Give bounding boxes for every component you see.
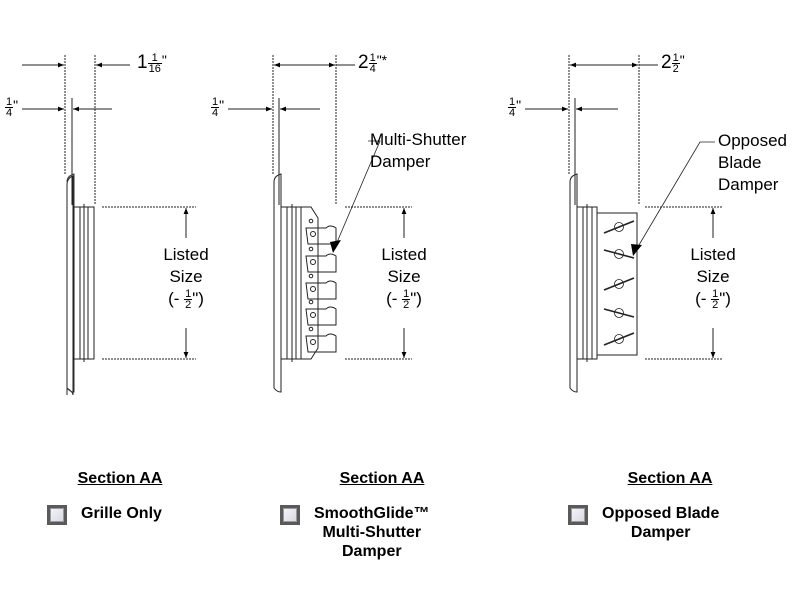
dim-num: 1 — [508, 96, 517, 109]
callout-line: Damper — [370, 152, 431, 171]
callout-multi-shutter: Multi-Shutter Damper — [370, 129, 466, 173]
dim-num: 1 — [211, 96, 220, 109]
dim-num: 1 — [402, 288, 411, 301]
deduct-prefix: (- — [386, 289, 403, 308]
opposed-blade-drawing — [525, 55, 722, 393]
dim-unit: " — [219, 97, 225, 113]
opposed-blade-checkbox[interactable] — [568, 505, 588, 525]
flange — [66, 175, 74, 396]
dim-whole: 2 — [358, 52, 369, 73]
dim-den: 2 — [185, 299, 192, 312]
flange — [569, 173, 578, 393]
section-title-opposed-blade: Section AA — [627, 470, 713, 487]
dim-unit: " — [679, 52, 685, 68]
option-grille-only[interactable]: Grille Only — [47, 504, 162, 525]
dim-num: 1 — [671, 51, 680, 64]
dim-unit: " — [161, 52, 167, 68]
deduct-prefix: (- — [168, 289, 185, 308]
callout-line: Blade — [718, 153, 762, 172]
deduct-prefix: (- — [695, 289, 712, 308]
size-line: Size — [387, 267, 421, 286]
callout-line: Opposed — [718, 131, 787, 150]
dim-num: 1 — [368, 51, 377, 64]
dim-den: 4 — [6, 107, 13, 120]
size-line: Size — [169, 267, 203, 286]
flange — [273, 173, 282, 393]
callout-line: Damper — [718, 175, 779, 194]
option-label-line: Damper — [630, 524, 691, 541]
callout-opposed-blade: Opposed Blade Damper — [718, 130, 787, 196]
dim-num: 1 — [147, 52, 162, 64]
dim-den: 2 — [672, 62, 679, 75]
dim-den: 2 — [712, 299, 719, 312]
multi-shutter-drawing — [228, 55, 412, 393]
deduct-suffix: ") — [192, 289, 204, 308]
dim-den: 4 — [509, 107, 516, 120]
size-line: Listed — [690, 245, 736, 264]
dim-unit: " — [516, 97, 522, 113]
size-line: Listed — [381, 245, 427, 264]
section-title-multi-shutter: Section AA — [339, 470, 425, 487]
dim-num: 1 — [711, 288, 720, 301]
dim-whole: 1 — [137, 52, 148, 73]
dim-unit: "* — [376, 52, 388, 68]
callout-arrowhead — [330, 240, 341, 253]
dim-unit: " — [13, 97, 19, 113]
option-label-line: Grille Only — [81, 505, 162, 522]
damper-sleeve — [597, 212, 638, 356]
option-label: SmoothGlide™ Multi-Shutter Damper — [314, 504, 430, 561]
dim-whole: 2 — [661, 52, 672, 73]
option-label-line: Damper — [341, 543, 402, 560]
deduct-suffix: ") — [719, 289, 731, 308]
multi-shutter-checkbox[interactable] — [280, 505, 300, 525]
dim-den: 2 — [403, 299, 410, 312]
grille-only-drawing — [22, 55, 196, 396]
size-line: Listed — [163, 245, 209, 264]
deduct-suffix: ") — [410, 289, 422, 308]
option-label-line: SmoothGlide™ — [314, 505, 430, 522]
dim-den: 4 — [212, 107, 219, 120]
callout-line: Multi-Shutter — [370, 130, 467, 149]
dim-den: 4 — [369, 62, 376, 75]
option-label: Grille Only — [81, 504, 162, 523]
section-title-grille: Section AA — [77, 470, 163, 487]
dim-num: 1 — [184, 288, 193, 301]
grille-only-checkbox[interactable] — [47, 505, 67, 525]
dim-num: 1 — [5, 96, 14, 109]
option-label-line: Opposed Blade — [602, 505, 720, 522]
dim-den: 16 — [148, 62, 161, 75]
option-label: Opposed Blade Damper — [602, 504, 719, 542]
opposed-blades — [603, 220, 635, 346]
option-label-line: Multi-Shutter — [322, 524, 422, 541]
option-multi-shutter[interactable]: SmoothGlide™ Multi-Shutter Damper — [280, 504, 430, 561]
option-opposed-blade[interactable]: Opposed Blade Damper — [568, 504, 719, 542]
size-line: Size — [696, 267, 730, 286]
grille-body — [280, 206, 302, 360]
shutter-blades — [305, 218, 337, 353]
